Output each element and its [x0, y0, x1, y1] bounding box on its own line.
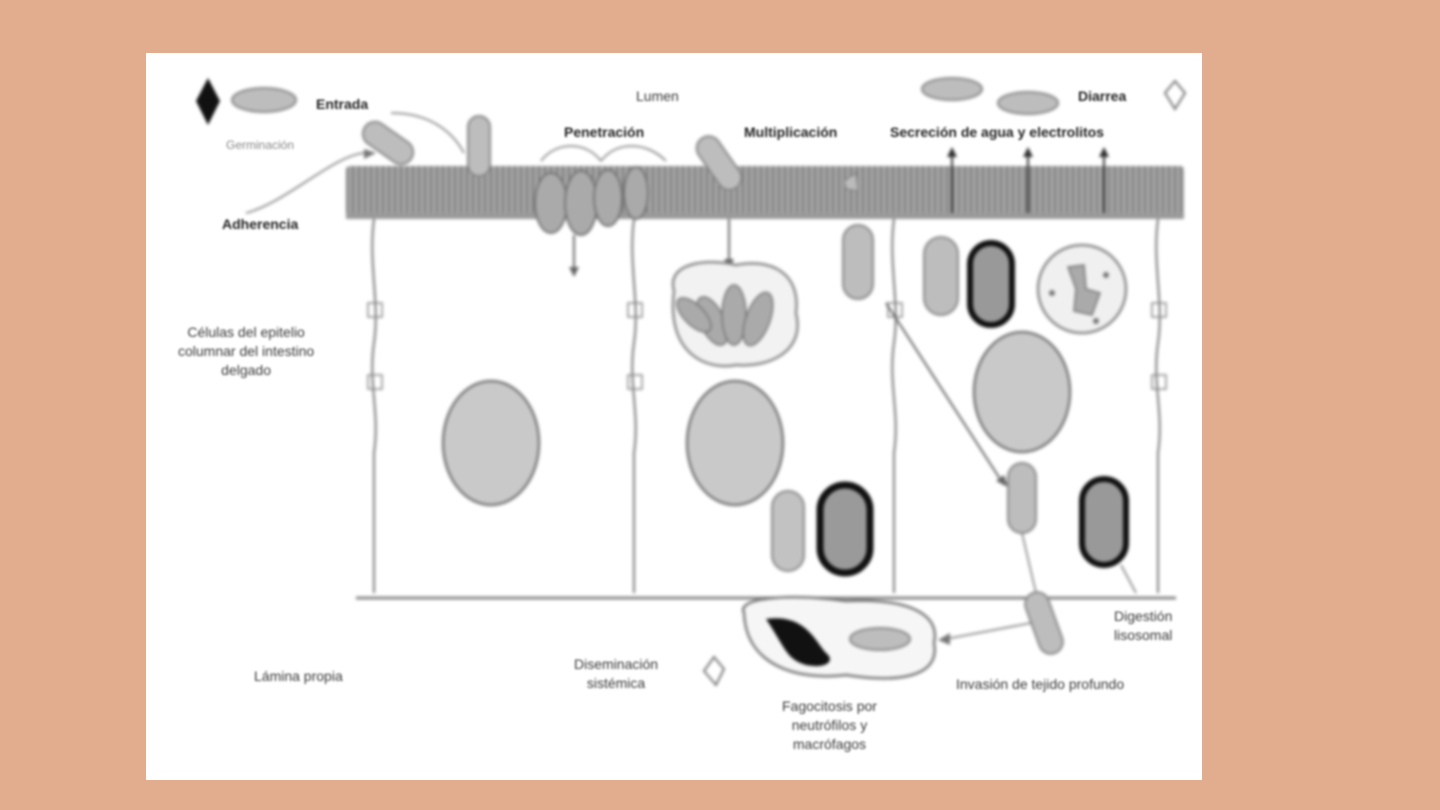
diagram-illustration — [196, 77, 1187, 687]
label-lumen: Lumen — [636, 88, 679, 104]
label-entrada: Entrada — [316, 96, 369, 112]
label-lamina: Lámina propia — [254, 668, 343, 684]
cell-wall-3 — [891, 218, 897, 593]
label-digestion-line2: lisosomal — [1114, 626, 1173, 643]
label-digestion-line1: Digestión — [1114, 608, 1173, 624]
label-diseminacion-line1: Diseminación — [574, 656, 659, 672]
label-celulas-line2: columnar del intestino — [178, 342, 315, 359]
spore-dark — [816, 481, 874, 577]
diarrea-arrow-icon — [1163, 79, 1187, 111]
label-germinacion: Germinación — [226, 138, 295, 152]
label-diseminacion: Diseminación sistémica — [574, 655, 658, 693]
bacterium-entering — [467, 115, 491, 177]
cell-wall-1 — [371, 218, 377, 593]
bacterium-diarrea-2 — [997, 91, 1059, 115]
cell-wall-4 — [1155, 218, 1161, 593]
label-fagocitosis-line1: Fagocitosis por — [782, 698, 877, 714]
bacterium-diarrea-1 — [921, 77, 983, 101]
nucleus-3 — [972, 330, 1072, 454]
label-secrecion: Secreción de agua y electrolitos — [890, 124, 1104, 140]
bacterium-penetrating — [534, 172, 568, 234]
label-digestion: Digestión lisosomal — [1114, 607, 1172, 645]
cell-wall-2 — [631, 218, 637, 593]
nucleus-1 — [441, 379, 541, 507]
diagram-panel: Lumen Entrada Germinación Adherencia Pen… — [146, 53, 1202, 780]
label-diarrea: Diarrea — [1078, 88, 1127, 104]
nucleus-2 — [685, 379, 785, 507]
cell-membrane — [346, 213, 1184, 219]
label-celulas-line1: Células del epitelio — [187, 324, 305, 340]
diseminacion-arrow-icon — [702, 655, 726, 687]
label-adherencia: Adherencia — [222, 216, 299, 232]
label-celulas: Células del epitelio columnar del intest… — [178, 323, 314, 380]
label-multiplicacion: Multiplicación — [744, 124, 838, 140]
label-penetracion: Penetración — [564, 124, 645, 140]
label-diseminacion-line2: sistémica — [586, 674, 646, 691]
label-celulas-line3: delgado — [221, 361, 271, 378]
label-invasion: Invasión de tejido profundo — [956, 676, 1125, 692]
phagocyte — [741, 595, 937, 680]
label-fagocitosis-line3: macrófagos — [792, 735, 867, 752]
bacterium-legend — [231, 87, 297, 113]
spore-icon-dark — [196, 78, 220, 125]
label-fagocitosis-line2: neutrófilos y — [791, 716, 868, 733]
label-fagocitosis: Fagocitosis por neutrófilos y macrófagos — [782, 697, 877, 754]
